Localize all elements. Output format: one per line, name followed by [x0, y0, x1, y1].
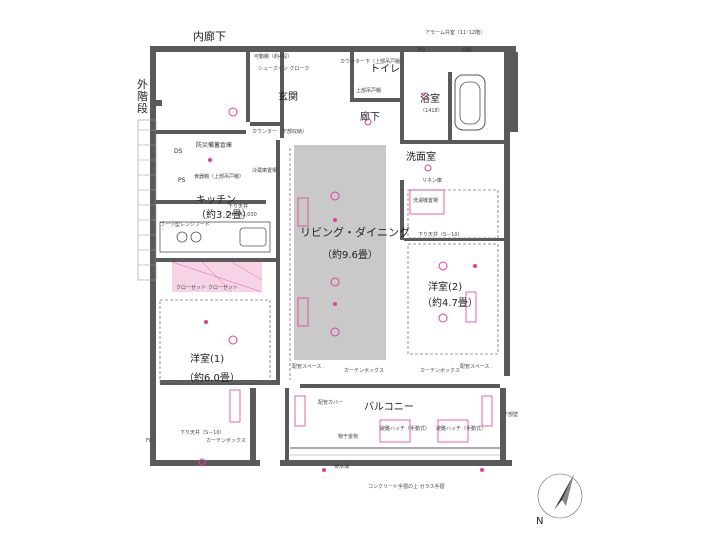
pipe-space2-label: 配管スペース — [460, 363, 489, 370]
lower-ceiling-s-label: 下り天井（S－10） — [180, 429, 225, 436]
kitchen-counter — [159, 221, 271, 253]
lower-ceiling-label: 下り天井 — [228, 203, 248, 210]
bathroom-label: 浴室 — [420, 92, 440, 105]
closet-label-2: クローゼット — [208, 284, 238, 291]
lower-ceiling-s2-label: 下り天井（S－10） — [418, 231, 463, 238]
pipe-space-label: 配管スペース — [292, 363, 321, 370]
outer-stairs-label-2: 階 — [137, 89, 148, 103]
hallway-label: 廊下 — [360, 110, 380, 123]
closet-western1 — [171, 261, 263, 293]
balcony-label: バルコニー — [364, 401, 414, 413]
washroom-label: 洗面室 — [406, 150, 436, 163]
fire-store-label: 防災備蓄倉庫 — [196, 141, 232, 149]
compass-label: N — [536, 516, 543, 527]
toilet-label: トイレ — [370, 64, 400, 75]
dryer-label: 物干金物 — [338, 433, 358, 440]
closet-label-1: クローゼット — [176, 284, 206, 291]
western1-size-label: （約6.0畳） — [184, 371, 240, 384]
laundry-pan-label: 洗濯機置場 — [413, 197, 438, 204]
living-label: リビング・ダイニング — [300, 225, 410, 239]
railing-label: コンクリート手摺の上 ガラス手摺 — [368, 483, 445, 490]
living-floor — [294, 145, 386, 360]
curtain-box3-label: カーテンボックス — [206, 437, 246, 444]
hatch1-label: 避難ハッチ（手動式） — [380, 425, 430, 432]
counter-upper-label: カウンター下（上部吊戸棚） — [340, 58, 405, 65]
linen-label: リネン庫 — [422, 177, 442, 184]
outer-stairs-label-3: 段 — [137, 101, 148, 115]
rim-label: 下部壁 — [503, 411, 518, 418]
interior-walls — [156, 52, 506, 466]
pipe-cover-label: 配管カバー — [318, 399, 343, 406]
compass: N — [536, 473, 583, 527]
closet-movable-label: 可動棚（約4段） — [254, 53, 292, 60]
balcony-railing — [290, 447, 500, 456]
ps-label: PS — [418, 47, 426, 54]
dish-shelf-label: 食器棚（上部吊戸棚） — [194, 173, 244, 180]
labels: 内廊下 アラーム弁室（11･12階） PS MB 外 階 段 防災備蓄倉庫 DS… — [137, 29, 518, 490]
fix-label: FIX — [146, 438, 154, 444]
storage-fridge-label: 冷蔵庫置場 — [252, 167, 277, 174]
corridor-inner-label: 内廊下 — [193, 29, 226, 43]
alarm-valve-label: アラーム弁室（11･12階） — [425, 29, 485, 36]
ps2-label: PS — [178, 177, 186, 184]
entrance-label: 玄関 — [278, 90, 298, 103]
lower-ceiling-lines — [159, 148, 499, 383]
outer-stairs-label-1: 外 — [137, 78, 148, 91]
living-size-label: （約9.6畳） — [322, 248, 378, 261]
western2-size-label: （約4.7畳） — [422, 296, 478, 309]
kitchen-label: キッチン — [196, 194, 236, 206]
western1-label: 洋室(1) — [190, 352, 224, 365]
ds-label: DS — [174, 148, 183, 155]
bathtub — [454, 74, 486, 131]
drain-label: 排水溝 — [334, 463, 349, 470]
fixture-markers — [198, 92, 493, 472]
gas-range-label: ブーツ型レンジフード — [160, 221, 210, 228]
curtain-box-label: カーテンボックス — [344, 367, 384, 374]
counter-lower-label: カウンター（下部収納） — [252, 128, 307, 135]
kitchen-size-label: （約3.2畳） — [196, 208, 252, 221]
western2-label: 洋室(2) — [428, 280, 462, 293]
ceiling-height-label: CH=約2,030 — [226, 211, 257, 218]
hatch2-label: 避難ハッチ（手動式） — [436, 425, 486, 432]
bath-size-label: （1418） — [420, 108, 443, 114]
upper-cabinet-label: 上部吊戸棚 — [356, 87, 381, 94]
mb-label: MB — [462, 47, 471, 54]
curtain-box2-label: カーテンボックス — [420, 367, 460, 374]
shoes-in-closet-label: シューズイン クローク — [258, 65, 309, 72]
